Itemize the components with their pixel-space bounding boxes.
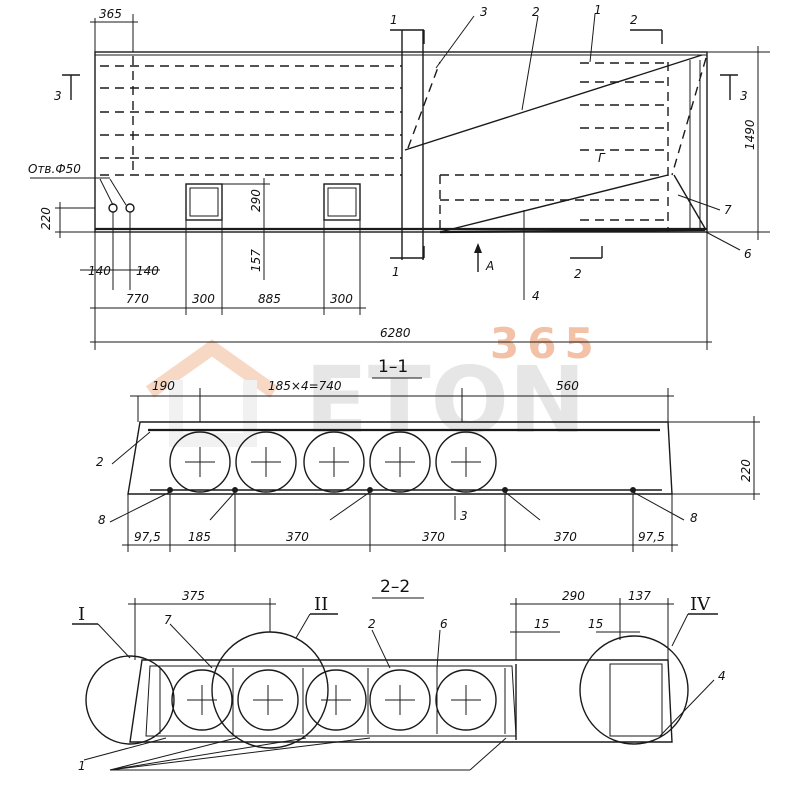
- dim-6280: 6280: [380, 326, 411, 340]
- section-mark-2-bottom: 2: [574, 267, 582, 281]
- void-s11-5: [435, 431, 497, 493]
- void-s22-2: [237, 669, 299, 731]
- dim-740: 185×4=740: [268, 379, 342, 393]
- detail-circle-i: [85, 655, 175, 745]
- dim-770: 770: [126, 292, 149, 306]
- watermark-logo-icon: [145, 339, 279, 447]
- dim-560: 560: [556, 379, 579, 393]
- dim-15-b: 15: [588, 617, 603, 631]
- section-2-2-outline: [129, 659, 673, 743]
- void-dashed-lines-left: [100, 65, 402, 176]
- dim-220-section: 220: [739, 459, 753, 482]
- section-2-2-voids: [171, 669, 497, 731]
- view-mark-a: A: [485, 259, 494, 273]
- void-s11-3: [303, 431, 365, 493]
- callout-6: 6: [744, 247, 752, 261]
- dim-140-b: 140: [136, 264, 159, 278]
- dim-370-c: 370: [554, 530, 577, 544]
- dim-157: 157: [249, 249, 263, 272]
- section-mark-1-top: 1: [390, 13, 398, 27]
- void-s22-1: [171, 669, 233, 731]
- callout-4-s22: 4: [718, 669, 726, 683]
- callout-8-left: 8: [98, 513, 106, 527]
- section-1-1-rebars: [167, 487, 636, 493]
- section-1-1-voids: [169, 431, 497, 493]
- dim-137-s22: 137: [628, 589, 651, 603]
- detail-label-iv: IV: [690, 594, 711, 615]
- void-s11-4: [369, 431, 431, 493]
- callout-7-s22: 7: [164, 613, 172, 627]
- dim-97-5-a: 97,5: [134, 530, 161, 544]
- dim-300-a: 300: [192, 292, 215, 306]
- callout-6-s22: 6: [440, 617, 448, 631]
- dim-15-a: 15: [534, 617, 549, 631]
- void-s11-2: [235, 431, 297, 493]
- callout-8-right: 8: [690, 511, 698, 525]
- void-s11-1: [169, 431, 231, 493]
- callout-7: 7: [724, 203, 732, 217]
- section-mark-3-right: 3: [740, 89, 748, 103]
- section-mark-2-top: 2: [630, 13, 638, 27]
- stirrups: [159, 668, 506, 734]
- callout-1-s22: 1: [78, 759, 86, 773]
- dim-97-5-b: 97,5: [638, 530, 665, 544]
- dim-365: 365: [99, 7, 122, 21]
- dim-300-b: 300: [330, 292, 353, 306]
- callout-1: 1: [594, 3, 602, 17]
- callout-4: 4: [532, 289, 540, 303]
- dim-1490: 1490: [743, 119, 757, 150]
- dim-885: 885: [258, 292, 281, 306]
- void-s22-4: [369, 669, 431, 731]
- watermark-number: 365: [490, 319, 602, 368]
- dim-375: 375: [182, 589, 205, 603]
- detail-label-ii: II: [314, 594, 328, 615]
- hole-2: [125, 203, 135, 213]
- panel-outline: [94, 51, 708, 233]
- dim-370-b: 370: [422, 530, 445, 544]
- hole-1: [108, 203, 118, 213]
- detail-circle-iv: [579, 635, 689, 745]
- callout-3: 3: [480, 5, 488, 19]
- detail-label-i: I: [78, 604, 85, 625]
- elevation-view: 365 3 3 1490 Отв.Ф50 220 140 140: [28, 3, 770, 350]
- callout-2: 2: [532, 5, 540, 19]
- dim-290-s22: 290: [562, 589, 585, 603]
- dim-140-a: 140: [88, 264, 111, 278]
- callout-3-s11: 3: [460, 509, 468, 523]
- opening-2: [323, 183, 361, 221]
- void-dashed-lines-right: [440, 62, 665, 221]
- section-1-1: 1–1 190 185×4=740 560 220: [96, 357, 760, 552]
- dim-185: 185: [188, 530, 211, 544]
- section-mark-3-left: 3: [54, 89, 62, 103]
- mark-g: Г: [598, 151, 606, 165]
- watermark: 365 ETON: [145, 319, 602, 454]
- dim-370-a: 370: [286, 530, 309, 544]
- void-s22-3: [305, 669, 367, 731]
- section-mark-1-bottom: 1: [392, 265, 400, 279]
- dim-290-opening: 290: [249, 189, 263, 212]
- section-2-2-title: 2–2: [380, 577, 410, 597]
- callout-2-s11: 2: [96, 455, 104, 469]
- dim-190: 190: [152, 379, 175, 393]
- section-2-2: 2–2 375 290 137 15 15: [72, 577, 726, 773]
- void-s22-5: [435, 669, 497, 731]
- dim-220-left: 220: [39, 207, 53, 230]
- section-1-1-title: 1–1: [378, 357, 408, 377]
- watermark-text: ETON: [305, 347, 586, 454]
- label-hole-diameter: Отв.Ф50: [28, 162, 81, 176]
- callout-2-s22: 2: [368, 617, 376, 631]
- opening-1: [185, 183, 223, 221]
